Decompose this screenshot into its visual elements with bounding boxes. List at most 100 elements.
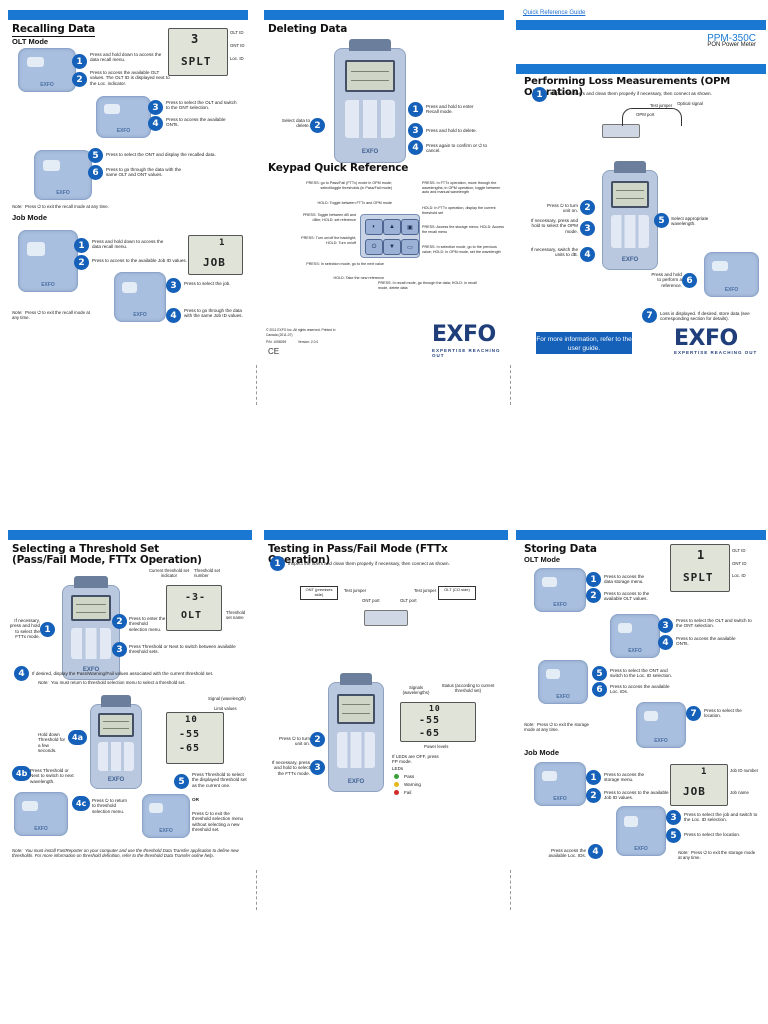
step-1-text: Inspect the fibers and clean them proper… bbox=[550, 91, 712, 96]
section-bar bbox=[516, 530, 766, 540]
device-brand: EXFO bbox=[82, 667, 100, 674]
step-5: 5 bbox=[592, 666, 607, 681]
job-step-2: 2 bbox=[74, 255, 89, 270]
device-keypad-image bbox=[142, 794, 190, 838]
ont-id-label: ONT ID bbox=[230, 43, 245, 48]
step-7-text: Press to select the location. bbox=[704, 708, 742, 719]
fail-led bbox=[394, 790, 399, 795]
step-1-text: If necessary, press and hold to select t… bbox=[9, 618, 40, 640]
job-mode-heading: Job Mode bbox=[12, 213, 47, 222]
section-bar bbox=[264, 10, 504, 20]
fold-mark bbox=[510, 365, 511, 405]
keypad-caption: PRESS: Access the storage menu; HOLD: Ac… bbox=[422, 225, 504, 234]
step-2-text: Press to enter the threshold selection m… bbox=[129, 616, 166, 632]
step-3: 3 bbox=[658, 618, 673, 633]
step-2-text: Press ⏻ to turn unit on. bbox=[547, 203, 578, 214]
keypad-caption: PRESS: In FTTx operation, move through t… bbox=[422, 181, 501, 195]
job-step-2-text: Press to access to the available Job ID … bbox=[92, 258, 187, 263]
keypad-caption: PRESS: Toggle between dB and dBm; HOLD: … bbox=[302, 213, 356, 222]
keypad-title: Keypad Quick Reference bbox=[268, 162, 409, 174]
current-threshold-label: Current threshold set indicator bbox=[148, 568, 190, 578]
step-1-text: Press and hold down to access the data r… bbox=[90, 52, 162, 63]
ref-key[interactable]: ▭ bbox=[401, 239, 419, 255]
step-4-note: Note: You must return to threshold selec… bbox=[38, 680, 186, 685]
device-brand: EXFO bbox=[361, 149, 379, 156]
olt-mode-heading: OLT Mode bbox=[524, 555, 561, 564]
fttx-lcd: 10 -55 -65 bbox=[400, 702, 476, 742]
keypad-caption: PRESS: In selection mode, go to the next… bbox=[306, 262, 384, 266]
delete-panel: Deleting Data EXFO 1 Press and hold to e… bbox=[264, 10, 504, 360]
job-step-3: 3 bbox=[166, 278, 181, 293]
section-title: Deleting Data bbox=[268, 23, 348, 35]
job-step-4: 4 bbox=[588, 844, 603, 859]
device-keypad-image bbox=[34, 150, 92, 200]
test-jumper-label: Test jumper bbox=[650, 103, 673, 108]
copyright: © 2011 EXFO Inc. All rights reserved. Pr… bbox=[266, 328, 336, 337]
device-keypad-image bbox=[704, 252, 759, 297]
fail-text: Fail bbox=[404, 790, 412, 795]
section-title: Storing Data bbox=[524, 543, 597, 555]
step-7: 7 bbox=[642, 308, 657, 323]
keypad-diagram: ◐ ▲ ▣ ⏻ ▼ ▭ bbox=[360, 214, 420, 258]
test-jumper-label: Test jumper bbox=[344, 588, 367, 593]
step-3-text: Press to select the OLT and switch to th… bbox=[676, 618, 752, 629]
step-3: 3 bbox=[580, 221, 595, 236]
version: Version: 2.0.0 bbox=[298, 340, 319, 344]
step-5b-text: Press ⏻ to exit the threshold selection … bbox=[192, 811, 244, 833]
step-3-text: If necessary, press and hold to select t… bbox=[530, 218, 578, 234]
job-step-1-text: Press to access the storage menu. bbox=[604, 772, 645, 783]
keypad-caption: PRESS: In selection mode, go to the prev… bbox=[422, 245, 501, 254]
exfo-tagline: EXPERTISE REACHING OUT bbox=[674, 350, 758, 355]
fttx-key[interactable]: ◐ bbox=[365, 219, 383, 235]
step-1: 1 bbox=[532, 87, 547, 102]
signal-label: Signal (wavelength) bbox=[208, 696, 246, 701]
led-intro: If LEDs are OFF, press FP mode. bbox=[392, 754, 439, 765]
leds-label: LEDs bbox=[392, 766, 404, 771]
quick-reference-link[interactable]: Quick Reference Guide bbox=[523, 10, 586, 16]
device-keypad-image bbox=[96, 96, 151, 138]
step-4c: 4c bbox=[72, 796, 91, 811]
step-4-text: Press to access the available ONTs. bbox=[166, 117, 226, 128]
lcd-value: 1 bbox=[219, 238, 226, 248]
step-3-text: Press and hold to delete. bbox=[426, 128, 477, 133]
power-key[interactable]: ⏻ bbox=[365, 239, 383, 255]
pass-led bbox=[394, 774, 399, 779]
job-step-2: 2 bbox=[586, 788, 601, 803]
step-3: 3 bbox=[408, 123, 423, 138]
fold-mark bbox=[256, 870, 257, 910]
or-text: OR bbox=[192, 797, 199, 802]
step-5-text: Press to select the ONT and display the … bbox=[106, 152, 216, 157]
lcd-power-2: -65 bbox=[419, 728, 441, 739]
fttx-connector bbox=[364, 610, 408, 626]
lcd-value: -3- bbox=[185, 592, 207, 603]
step-5-text: Select appropriate wavelength. bbox=[671, 216, 709, 227]
olt-box: OLT (CO side) bbox=[438, 586, 476, 600]
recall-note: Note: Press ⏻ to exit the recall mode at… bbox=[12, 204, 109, 209]
step-3: 3 bbox=[310, 760, 325, 775]
step-4a: 4a bbox=[68, 730, 87, 745]
job-note: Note: Press ⏻ to exit the recall mode at… bbox=[12, 310, 90, 321]
up-key[interactable]: ▲ bbox=[383, 219, 401, 235]
lcd-power-1: -55 bbox=[419, 715, 441, 726]
step-6-text: Press to access the available Loc. IDs. bbox=[610, 684, 670, 695]
ce-mark: CE bbox=[268, 347, 280, 356]
step-4: 4 bbox=[148, 116, 163, 131]
warning-text: Warning bbox=[404, 782, 421, 787]
step-1: 1 bbox=[408, 102, 423, 117]
cover-panel: Quick Reference Guide PPM-350C PON Power… bbox=[516, 0, 766, 360]
step-5-text: Press Threshold to select the displayed … bbox=[192, 772, 247, 788]
section-bar bbox=[8, 530, 252, 540]
ont-box: ONT (premises side) bbox=[300, 586, 338, 600]
device-keypad-image bbox=[538, 660, 588, 704]
job-step-5-text: Press to select the location. bbox=[684, 832, 741, 837]
step-4-text: Press again to confirm or ⏻ to cancel. bbox=[426, 143, 488, 154]
device-image: EXFO bbox=[602, 161, 658, 270]
opm-connector bbox=[602, 124, 640, 138]
down-key[interactable]: ▼ bbox=[383, 239, 401, 255]
store-key[interactable]: ▣ bbox=[401, 219, 419, 235]
recall-panel: Recalling Data OLT Mode 1 Press and hold… bbox=[8, 10, 248, 360]
job-step-3: 3 bbox=[666, 810, 681, 825]
section-title: Recalling Data bbox=[12, 23, 96, 37]
olt-id-label: OLT ID bbox=[230, 30, 244, 35]
lcd-limit-2: -65 bbox=[179, 743, 201, 754]
